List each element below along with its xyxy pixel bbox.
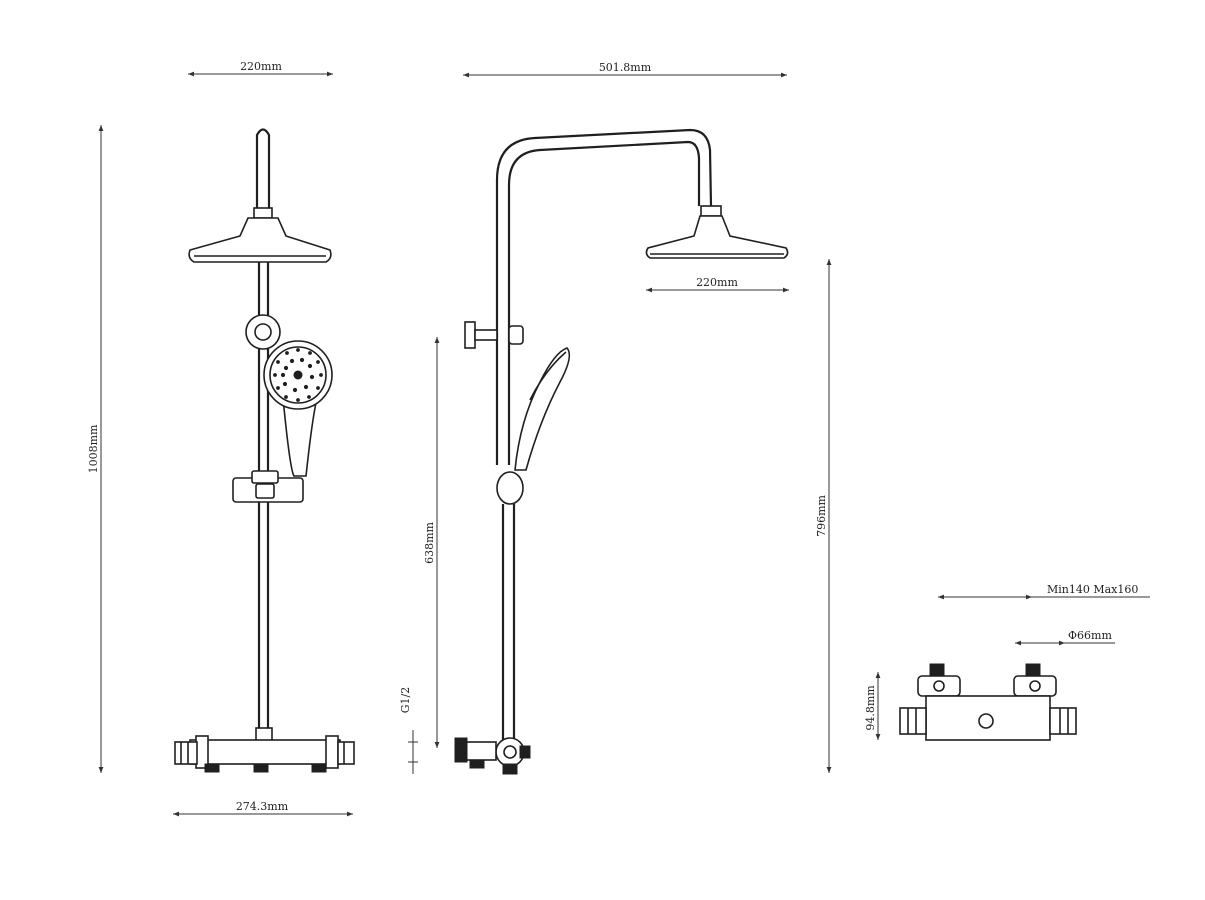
front-dim-bottom: 274.3mm [173,800,353,817]
valve-dim-diameter: Φ66mm [1015,629,1115,646]
front-dim-top-label: 220mm [240,60,282,73]
front-thermostatic-valve [174,727,355,773]
front-dim-bottom-label: 274.3mm [236,800,289,813]
front-overhead-head [188,217,332,263]
valve-dim-height: 796mm [815,259,832,773]
valve-view: 796mm Min140 Max160 Φ66mm 94.8mm [815,259,1150,773]
side-overhead-head [645,215,789,259]
side-dim-rail: 638mm [423,337,440,748]
valve-dim-height-label: 796mm [815,495,828,537]
side-dim-rail-label: 638mm [423,522,436,564]
side-view: 501.8mm 220mm [399,61,789,775]
front-riser-top [255,128,271,212]
valve-dim-body-label: 94.8mm [864,685,877,731]
front-hand-shower [263,340,333,477]
side-dim-head-label: 220mm [696,276,738,289]
side-dim-inlet-label: G1/2 [399,687,412,714]
front-dim-height: 1008mm [87,125,104,773]
front-dim-top: 220mm [188,60,333,77]
side-dim-inlet: G1/2 [399,687,418,774]
front-head-connector [253,207,273,219]
side-slider-knob [496,471,524,505]
front-dim-height-label: 1008mm [87,424,100,473]
valve-dim-body: 94.8mm [864,672,881,740]
valve-body [899,663,1077,741]
side-hand-shower [514,347,571,471]
valve-dim-centers-label: Min140 Max160 [1047,583,1138,596]
side-dim-top: 501.8mm [463,61,787,78]
side-diverter [454,737,531,775]
side-dim-top-label: 501.8mm [599,61,652,74]
side-riser-inner [507,140,701,465]
front-view: 220mm 1008mm 274.3mm [87,60,355,817]
valve-dim-diameter-label: Φ66mm [1068,629,1112,642]
side-wall-bracket [464,321,476,349]
valve-dim-centers: Min140 Max160 [938,583,1150,600]
side-dim-head: 220mm [646,276,789,293]
side-riser-outer [495,128,713,465]
